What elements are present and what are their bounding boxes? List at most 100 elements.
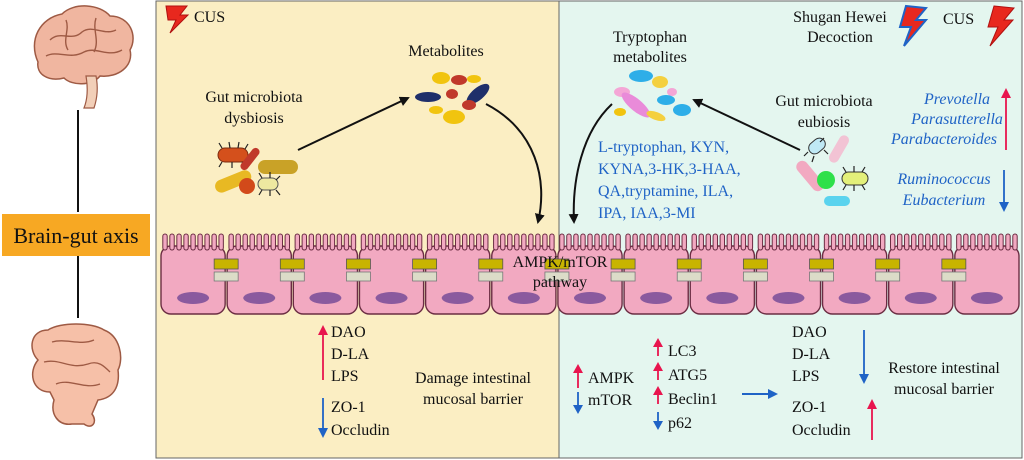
- tryptophan-metabolites-cluster: [614, 70, 691, 122]
- bacteria-up-3: Parabacteroides: [890, 131, 997, 148]
- marker-ampk: AMPK: [588, 370, 635, 387]
- trp-title-line-2: metabolites: [613, 49, 687, 66]
- marker-zo1-right: ZO-1: [792, 399, 827, 416]
- tight-junction: [676, 258, 702, 270]
- tight-junction: [875, 271, 901, 282]
- eubiosis-line-1: Gut microbiota: [775, 93, 872, 110]
- trp-list-line-3: QA,tryptamine, ILA,: [598, 183, 733, 200]
- bacteria-down-1: Ruminococcus: [896, 171, 990, 188]
- down-arrow-head: [859, 374, 869, 384]
- tight-junction: [213, 258, 239, 270]
- tight-junction: [610, 271, 636, 282]
- tight-junction: [412, 271, 438, 282]
- pathway-line-2: pathway: [533, 274, 587, 291]
- tight-junction: [213, 271, 239, 282]
- marker-beclin1: Beclin1: [668, 391, 718, 408]
- axis-box: [2, 214, 150, 256]
- arrow-eubiosis-to-trp: [692, 98, 801, 151]
- tight-junction: [544, 271, 570, 282]
- tight-junction: [742, 258, 768, 270]
- tight-junction: [478, 271, 504, 282]
- tight-junction: [279, 271, 305, 282]
- marker-p62: p62: [668, 415, 692, 432]
- lightning-icon: [898, 4, 929, 47]
- metabolites-cluster: [415, 72, 490, 124]
- outcome-left-line-1: Damage intestinal: [415, 370, 532, 387]
- up-arrow-head: [653, 386, 663, 395]
- brain-icon: [33, 5, 134, 109]
- tight-junction: [346, 271, 371, 282]
- intestinal-epithelium: [160, 233, 1020, 315]
- eubiosis-line-2: eubiosis: [798, 114, 850, 131]
- pathway-line-1: AMPK/mTOR: [513, 254, 608, 271]
- trp-title-line-1: Tryptophan: [613, 29, 687, 46]
- marker-mtor: mTOR: [588, 392, 632, 409]
- trp-list-line-2: KYNA,3-HK,3-HAA,: [598, 161, 741, 178]
- epithelial-cell: [160, 233, 226, 315]
- bacteria-down-2: Eubacterium: [902, 192, 986, 209]
- tight-junction: [875, 258, 901, 270]
- arrow-dysbiosis-to-metabolites: [297, 96, 410, 151]
- tight-junction: [809, 271, 834, 282]
- cus-label-right: CUS: [943, 11, 974, 28]
- marker-dao-right: DAO: [792, 324, 827, 341]
- bacteria-up-1: Prevotella: [923, 91, 990, 108]
- dysbiosis-line-1: Gut microbiota: [205, 89, 302, 106]
- up-arrow-head: [1001, 88, 1011, 98]
- cus-label-left: CUS: [194, 9, 225, 26]
- tight-junction: [941, 258, 967, 270]
- marker-lps-left: LPS: [331, 368, 359, 385]
- marker-lc3: LC3: [668, 343, 696, 360]
- left-panel: [155, 0, 560, 459]
- tight-junction: [478, 258, 504, 270]
- tight-junction: [544, 258, 570, 270]
- tight-junction: [676, 271, 702, 282]
- marker-zo1-left: ZO-1: [331, 399, 366, 416]
- tight-junction: [610, 258, 636, 270]
- marker-dla-left: D-LA: [331, 346, 370, 363]
- epithelial-cell: [292, 233, 359, 315]
- bacteria-cluster-dysbiosis: [215, 141, 298, 196]
- arrow-trp-to-epithelium: [568, 103, 613, 224]
- metabolites-title: Metabolites: [408, 43, 484, 60]
- treatment-line-1: Shugan Hewei: [793, 9, 887, 26]
- outcome-left-line-2: mucosal barrier: [423, 391, 524, 408]
- tight-junction: [941, 271, 967, 282]
- tight-junction: [279, 258, 305, 270]
- up-arrow-head: [867, 399, 877, 409]
- tight-junction: [742, 271, 768, 282]
- axis-label: Brain-gut axis: [13, 223, 138, 248]
- down-arrow-head: [999, 202, 1009, 212]
- outcome-right-line-1: Restore intestinal: [888, 360, 1000, 377]
- marker-atg5: ATG5: [668, 367, 707, 384]
- trp-list-line-4: IPA, IAA,3-MI: [598, 205, 696, 222]
- up-arrow-head: [653, 338, 663, 347]
- up-arrow-head: [653, 362, 663, 371]
- marker-lps-right: LPS: [792, 368, 820, 385]
- trp-list-line-1: L-tryptophan, KYN,: [598, 139, 729, 156]
- lightning-icon: [165, 5, 190, 34]
- epithelial-cell: [755, 233, 822, 315]
- intestine-icon: [31, 323, 122, 427]
- epithelial-cell: [623, 233, 689, 315]
- outcome-right-line-2: mucosal barrier: [894, 381, 995, 398]
- tight-junction: [346, 258, 371, 270]
- lightning-icon: [987, 5, 1015, 47]
- marker-occludin-right: Occludin: [792, 422, 851, 439]
- tight-junction: [412, 258, 438, 270]
- epithelial-cell: [954, 233, 1020, 315]
- arrow-metabolites-to-epithelium: [485, 103, 545, 224]
- down-arrow-head: [573, 405, 583, 414]
- treatment-line-2: Decoction: [807, 29, 873, 46]
- bacteria-cluster-eubiosis: [796, 135, 869, 206]
- marker-dao-left: DAO: [331, 324, 366, 341]
- up-arrow-head: [318, 325, 328, 335]
- down-arrow-head: [653, 421, 663, 430]
- dysbiosis-line-2: dysbiosis: [224, 110, 284, 127]
- epithelial-cell: [491, 233, 557, 315]
- down-arrow-head: [318, 428, 328, 438]
- epithelial-cell: [226, 233, 293, 315]
- epithelial-cell: [689, 233, 756, 315]
- marker-occludin-left: Occludin: [331, 422, 390, 439]
